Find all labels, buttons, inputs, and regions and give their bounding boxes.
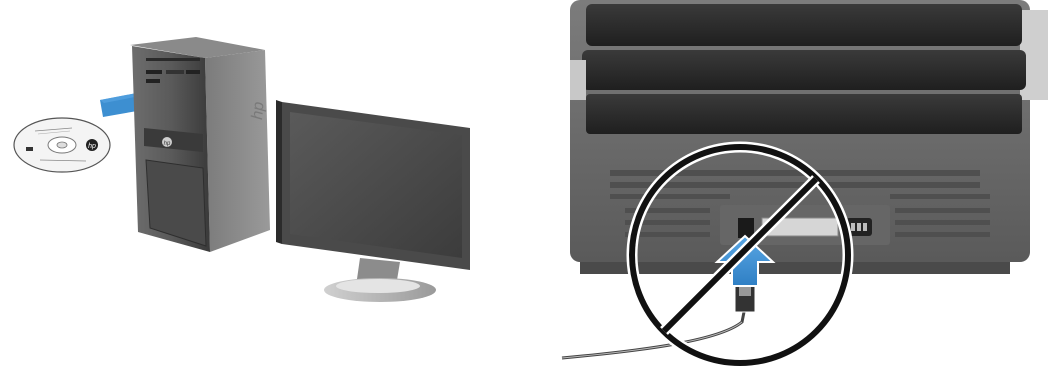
svg-text:hp: hp — [88, 143, 96, 150]
scanner-usb-warning-svg — [540, 0, 1048, 366]
desktop-tower: hp hp — [130, 37, 270, 252]
svg-text:hp: hp — [249, 101, 267, 120]
computer-setup-svg: hp hp — [0, 0, 520, 366]
hp-logo-icon: hp — [86, 139, 98, 151]
scanner-rear — [570, 0, 1048, 274]
svg-text:hp: hp — [164, 141, 171, 147]
installation-cd: hp — [14, 118, 110, 172]
usb-port — [738, 218, 754, 238]
left-illustration: hp hp — [0, 0, 520, 366]
monitor — [276, 100, 470, 302]
right-illustration — [540, 0, 1048, 366]
